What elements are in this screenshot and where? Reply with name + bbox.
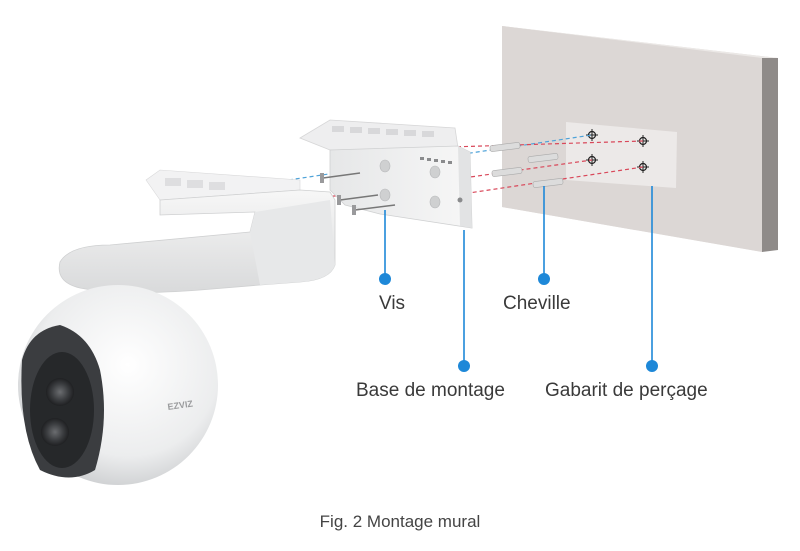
label-vis: Vis xyxy=(379,293,406,314)
camera-ball: EZVIZ xyxy=(18,285,218,485)
callout-base xyxy=(458,230,470,372)
drilling-template xyxy=(566,122,677,188)
wall-anchor xyxy=(491,167,523,177)
wall-anchor xyxy=(489,142,521,152)
screw xyxy=(320,172,361,183)
label-cheville: Cheville xyxy=(503,293,571,314)
callout-cheville xyxy=(538,186,550,285)
wall-anchor xyxy=(532,178,564,188)
screws xyxy=(320,172,396,215)
wall xyxy=(502,26,778,252)
figure-caption: Fig. 2 Montage mural xyxy=(319,512,481,531)
callout-gabarit xyxy=(646,186,658,372)
callouts xyxy=(379,186,658,372)
screw xyxy=(352,204,396,215)
wall-anchors xyxy=(489,142,564,188)
label-mounting-base: Base de montage xyxy=(356,380,505,401)
lens-icon xyxy=(41,378,74,446)
wall-anchor xyxy=(527,153,559,163)
label-drilling-template: Gabarit de perçage xyxy=(545,380,708,401)
camera-arm xyxy=(58,169,336,293)
screw xyxy=(337,194,379,205)
mounting-base xyxy=(299,119,473,229)
brand-logo: EZVIZ xyxy=(167,398,194,412)
callout-vis xyxy=(379,210,391,285)
